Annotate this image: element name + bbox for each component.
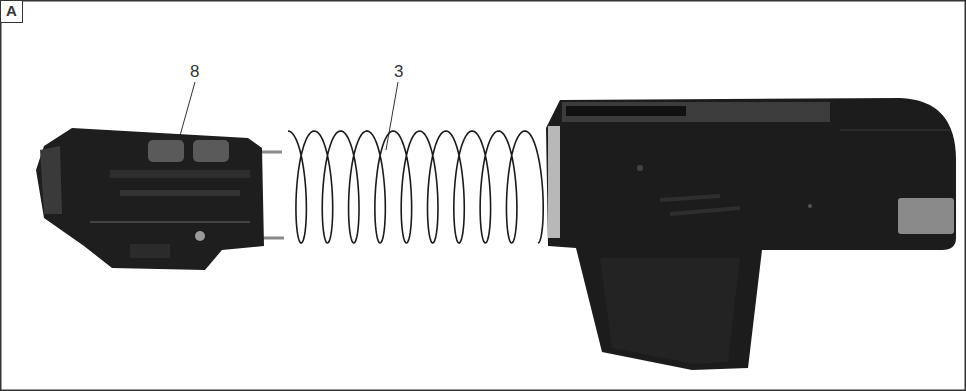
- tool-housing: [546, 98, 956, 370]
- callout-number: 3: [393, 63, 404, 80]
- callout-number: 8: [189, 63, 200, 80]
- figure-letter: A: [0, 0, 23, 23]
- spring: [288, 131, 543, 243]
- leader-line: [386, 82, 398, 150]
- nosepiece: [36, 128, 284, 270]
